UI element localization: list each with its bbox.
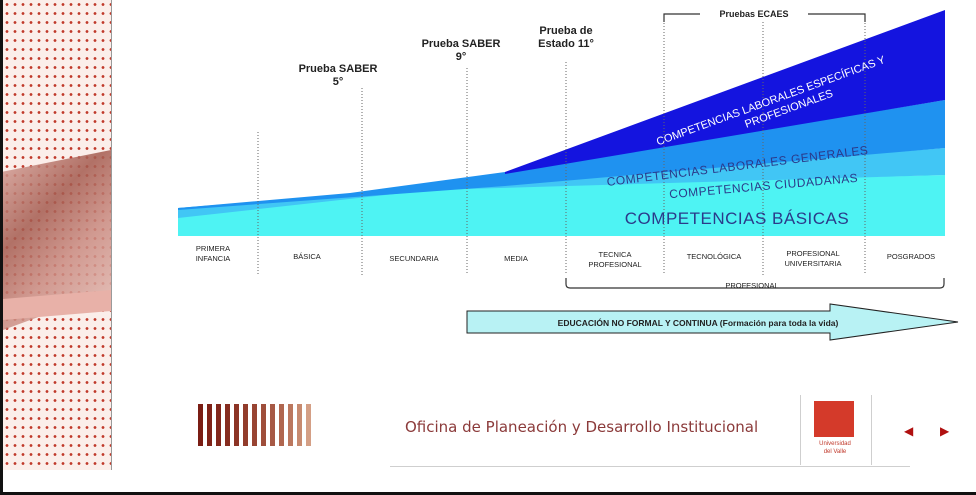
logo-frame <box>800 395 872 465</box>
footer-bar <box>279 404 284 446</box>
estado11-line2: Estado 11° <box>538 38 594 50</box>
stage-tecnica-1: TECNICA <box>599 250 632 259</box>
footer-bar <box>243 404 248 446</box>
ecaes-bracket <box>663 13 700 22</box>
ecaes-label: Pruebas ECAES <box>719 9 788 19</box>
footer-bar <box>198 404 203 446</box>
band-basicas <box>178 175 945 236</box>
band-ciudadanas <box>178 148 945 218</box>
stage-universitaria-1: PROFESIONAL <box>786 249 839 258</box>
frame-left-border <box>0 0 3 495</box>
saber5-line1: Prueba SABER <box>299 63 378 75</box>
footer-bar <box>297 404 302 446</box>
university-name-line2: del Valle <box>823 449 847 455</box>
profesional-bracket <box>565 278 945 289</box>
band-generales <box>178 100 945 210</box>
stage-media: MEDIA <box>504 254 528 263</box>
previous-slide-button[interactable]: ◀ <box>904 424 914 438</box>
university-name: Universidad del Valle <box>803 440 867 456</box>
stage-posgrados: POSGRADOS <box>887 252 935 261</box>
estado11-line1: Prueba de <box>539 25 592 37</box>
footer-bar <box>216 404 221 446</box>
footer-bar <box>234 404 239 446</box>
stage-secundaria: SECUNDARIA <box>389 254 438 263</box>
university-name-line1: Universidad <box>819 441 851 447</box>
stage-basica: BÁSICA <box>293 252 321 261</box>
frame-bottom-border <box>0 492 976 495</box>
saber5-line2: 5° <box>333 76 344 88</box>
profesional-label: PROFESIONAL <box>725 281 778 290</box>
band-basicas-label: COMPETENCIAS BÁSICAS <box>625 209 849 228</box>
footer-bar <box>261 404 266 446</box>
footer-bar <box>252 404 257 446</box>
stage-tecnologica: TECNOLÓGICA <box>687 252 742 261</box>
footer-bar <box>225 404 230 446</box>
band-especificas <box>505 10 945 174</box>
lifelong-arrow-label: EDUCACIÓN NO FORMAL Y CONTINUA (Formació… <box>558 317 839 328</box>
next-slide-button[interactable]: ▶ <box>940 424 950 438</box>
stage-universitaria-2: UNIVERSITARIA <box>785 259 842 268</box>
footer-color-bars <box>198 404 311 446</box>
footer-bar <box>288 404 293 446</box>
stage-primera-infancia-2: INFANCIA <box>196 254 231 263</box>
footer-bar <box>306 404 311 446</box>
strip-divider <box>111 0 112 470</box>
lifelong-arrow <box>466 303 959 341</box>
decorative-dot-pattern <box>3 0 111 470</box>
footer-bar <box>270 404 275 446</box>
office-title: Oficina de Planeación y Desarrollo Insti… <box>405 418 759 436</box>
stage-primera-infancia-1: PRIMERA <box>196 244 230 253</box>
stage-tecnica-2: PROFESIONAL <box>588 260 641 269</box>
footer-divider <box>390 466 910 467</box>
footer-bar <box>207 404 212 446</box>
ecaes-bracket <box>808 13 866 22</box>
saber9-line2: 9° <box>456 51 467 63</box>
saber9-line1: Prueba SABER <box>422 38 501 50</box>
university-logo-icon <box>814 401 854 437</box>
